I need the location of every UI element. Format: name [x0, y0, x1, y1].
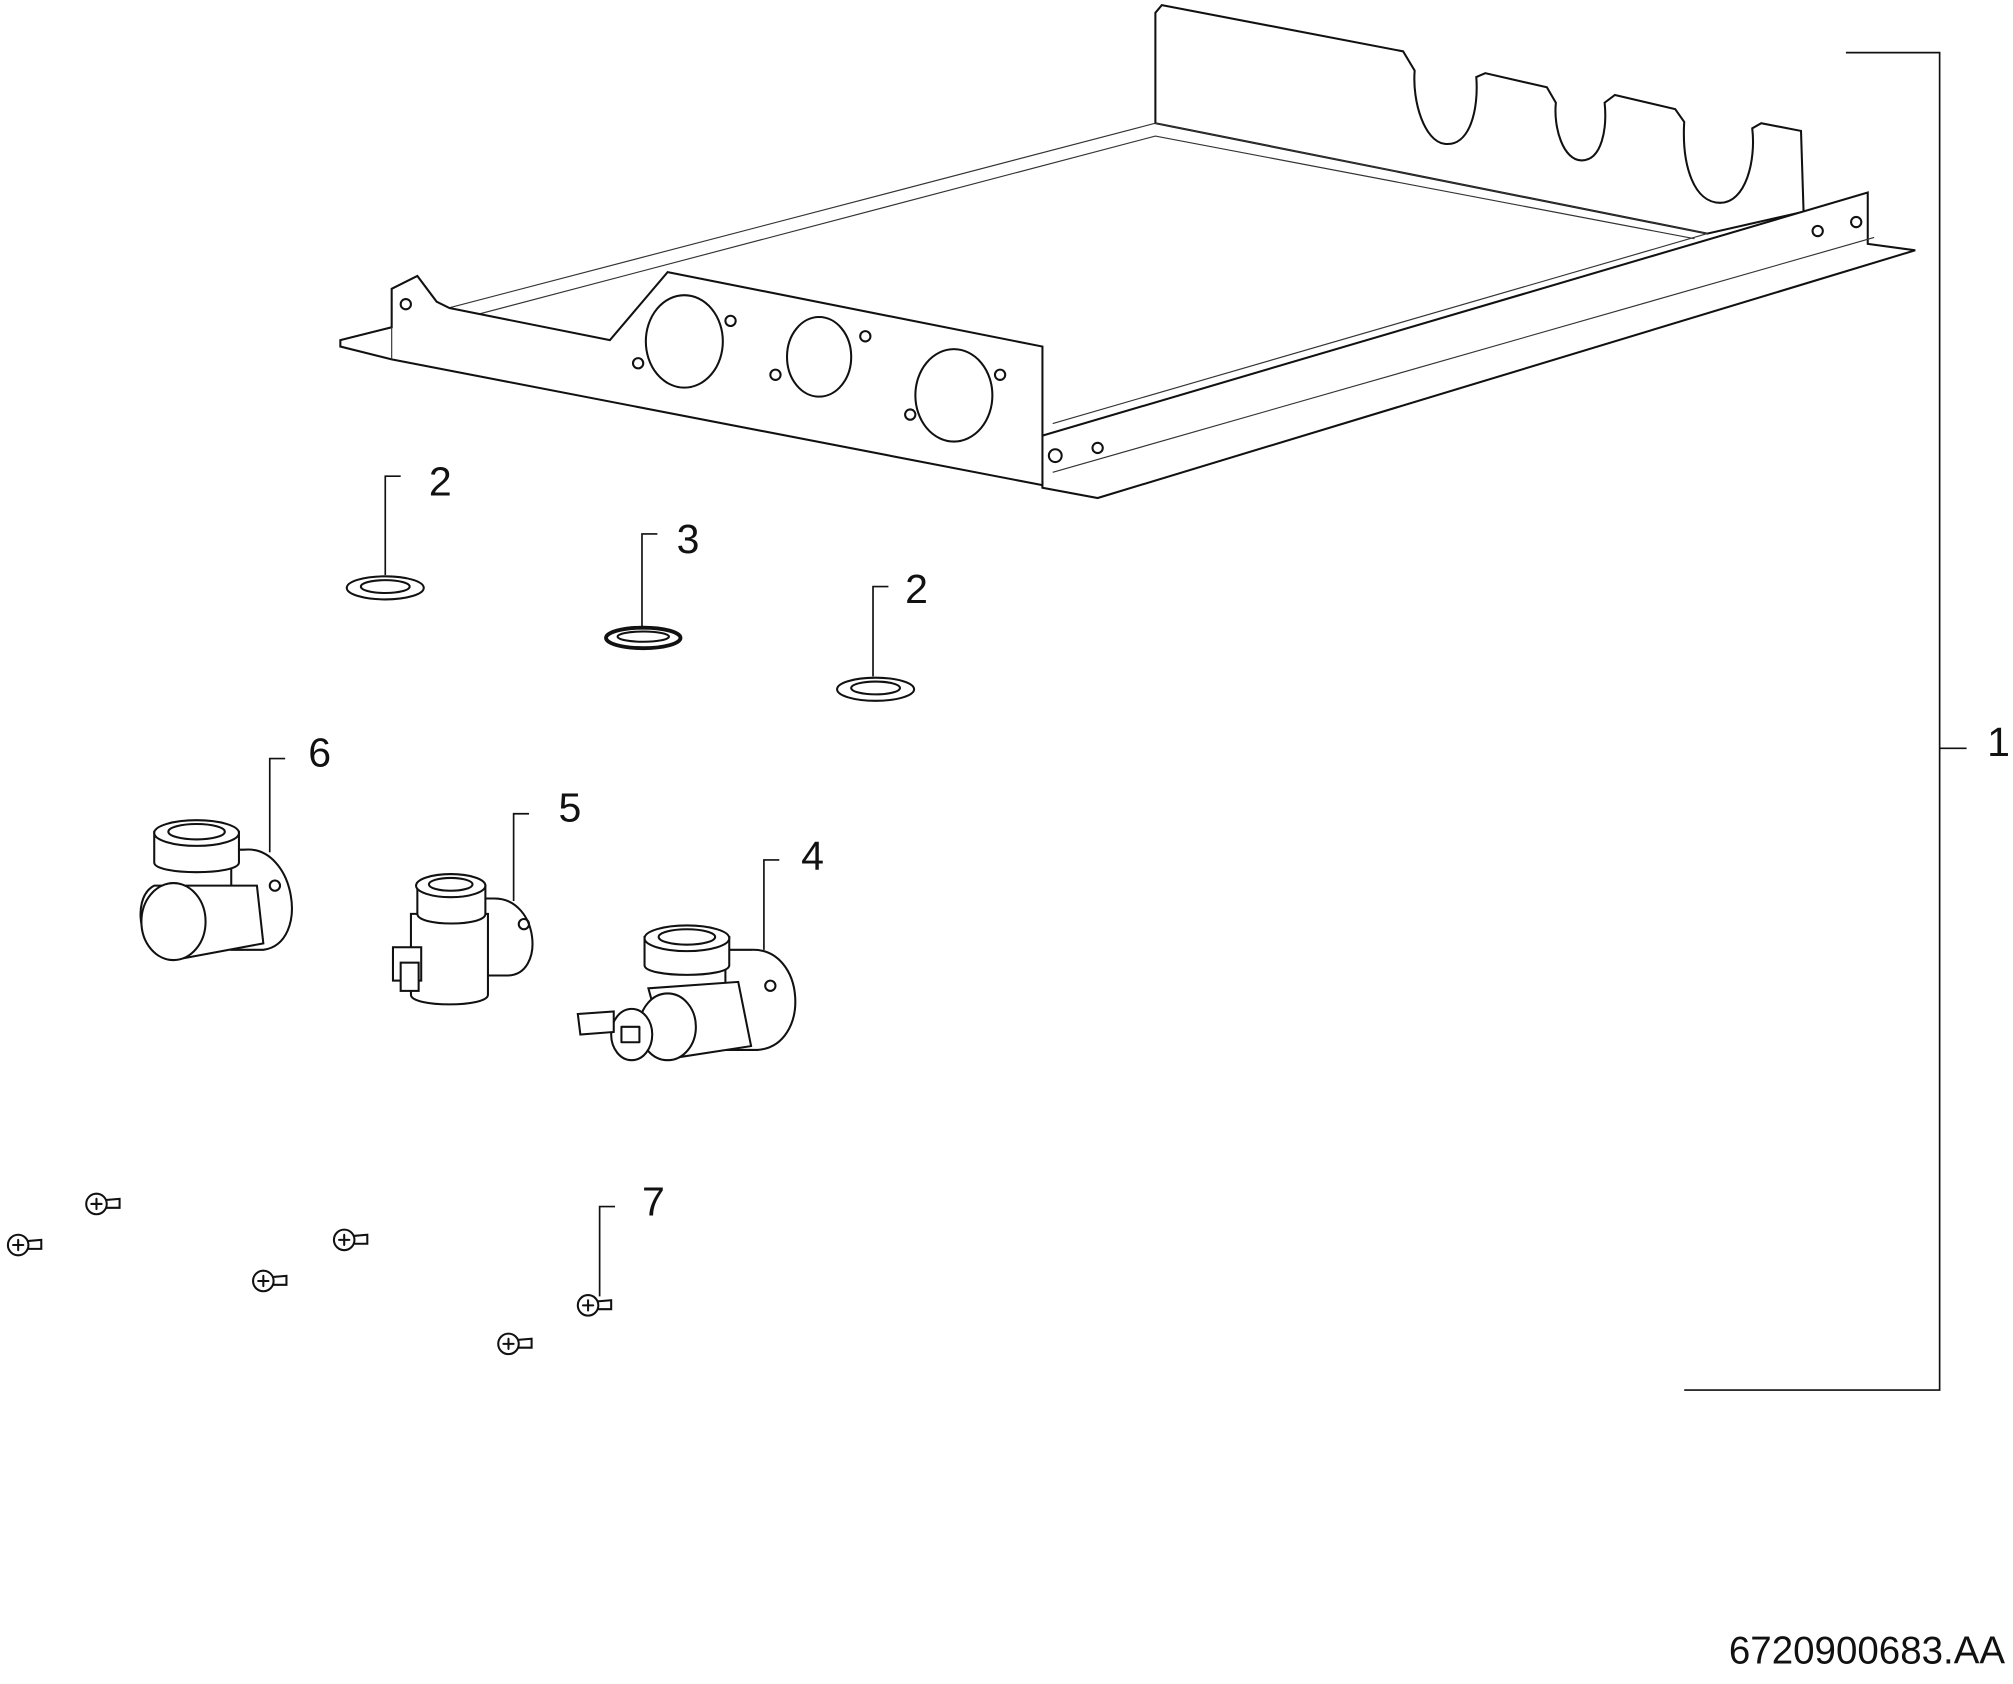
screw — [85, 1192, 121, 1216]
callout-6: 6 — [308, 729, 331, 775]
callout-3: 3 — [677, 516, 700, 562]
callout-2-left: 2 — [429, 458, 452, 504]
washer-right — [836, 676, 916, 702]
washer-left — [345, 575, 425, 601]
screw — [252, 1269, 288, 1293]
screw — [576, 1294, 613, 1317]
callout-4: 4 — [801, 833, 824, 879]
screw — [332, 1228, 369, 1252]
screw — [497, 1332, 533, 1356]
elbow-fitting — [139, 819, 293, 962]
callout-2-right: 2 — [905, 566, 928, 612]
drawing-number: 6720900683.AA — [1729, 1629, 2005, 1672]
valve-small — [391, 873, 534, 1006]
callout-1: 1 — [1987, 719, 2010, 765]
callout-5: 5 — [559, 784, 582, 830]
screw — [6, 1233, 43, 1257]
screws — [6, 1192, 613, 1356]
valve-with-drain — [576, 924, 797, 1062]
mounting-tray — [339, 4, 1916, 500]
callout-7: 7 — [642, 1179, 665, 1225]
seal-ring — [604, 625, 683, 651]
leader-lines — [268, 51, 1967, 1391]
